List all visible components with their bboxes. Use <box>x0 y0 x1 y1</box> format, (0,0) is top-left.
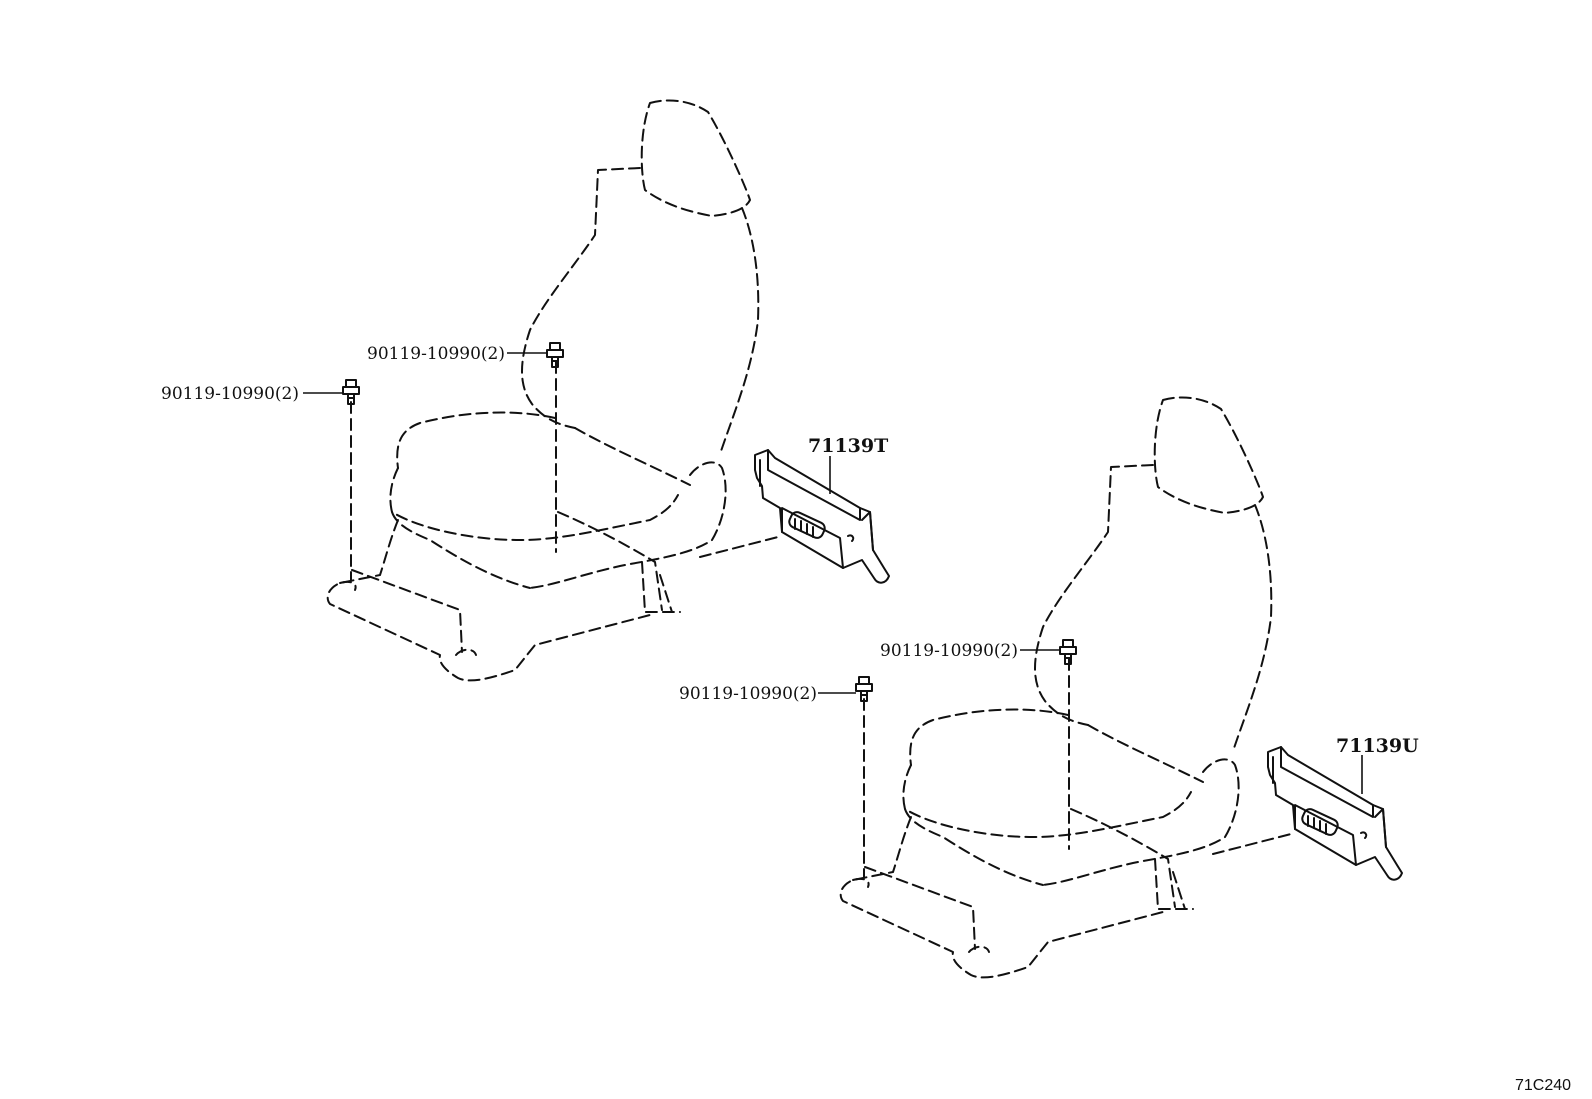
seat-track-cover-icon <box>754 449 890 584</box>
label-bolt-right-inner: 90119-10990(2) <box>880 641 1018 661</box>
label-cover-lower: 71139U <box>1336 735 1419 757</box>
figure-code: 71C240 <box>1515 1077 1571 1094</box>
seat-track-cover-icon <box>1267 746 1403 881</box>
seat-outline-icon <box>326 99 779 682</box>
label-bolt-left-inner: 90119-10990(2) <box>367 344 505 364</box>
label-bolt-left-outer: 90119-10990(2) <box>161 384 299 404</box>
seat-outline-icon <box>839 396 1292 979</box>
label-cover-upper: 71139T <box>808 435 888 457</box>
label-bolt-right-outer: 90119-10990(2) <box>679 684 817 704</box>
